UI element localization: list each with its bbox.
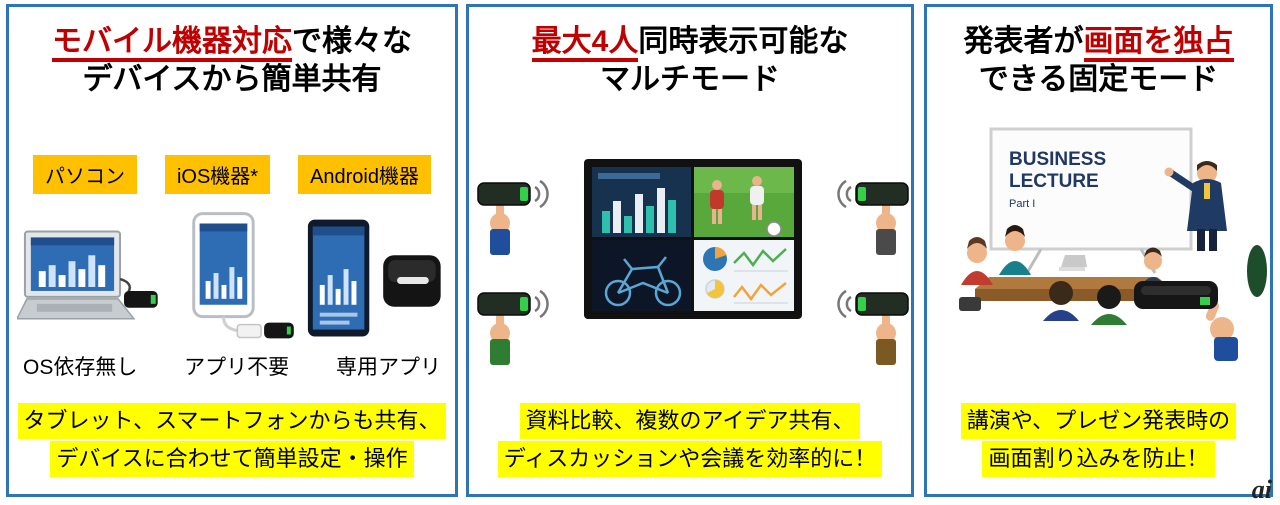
led-indicator	[397, 277, 430, 284]
multiview-scene-illustration	[477, 159, 909, 365]
iphone-with-adapter-illustration	[191, 212, 294, 339]
led-indicator	[150, 294, 156, 304]
caption-line1: タブレット、スマートフォンからも共有、	[17, 403, 447, 440]
caption-highlight: タブレット、スマートフォンからも共有、 デバイスに合わせて簡単設定・操作	[9, 402, 455, 478]
bag	[959, 297, 981, 311]
sleeve	[876, 229, 896, 255]
title-line2: マルチモード	[600, 62, 780, 96]
led-indicator	[858, 187, 866, 201]
device-illustrations	[9, 203, 455, 345]
device-type-chips: パソコン iOS機器* Android機器	[9, 155, 455, 194]
sleeve	[490, 229, 510, 255]
wifi-icon	[837, 179, 852, 209]
presenter-figure	[1164, 161, 1227, 251]
led-indicator	[858, 297, 866, 311]
transmitter-bottom-left	[477, 289, 549, 365]
title-highlight-red: 画面を独占	[1083, 25, 1234, 62]
transmitter-device	[477, 182, 531, 206]
device-chip-pc: パソコン	[33, 155, 137, 194]
device-chip-android: Android機器	[298, 155, 431, 194]
tv-multiview	[584, 159, 802, 319]
panel-title: 発表者が画面を独占 できる固定モード	[927, 23, 1270, 98]
transmitter-device	[263, 322, 294, 339]
title-highlight-red: モバイル機器対応	[52, 25, 292, 62]
cable	[119, 277, 131, 294]
title-text: 同時表示可能な	[638, 25, 849, 58]
lecture-scene-illustration: BUSINESS LECTURE Part I	[959, 127, 1267, 325]
audience-figures	[959, 225, 1267, 325]
site-watermark: ai	[1251, 475, 1272, 504]
wifi-icon	[534, 179, 549, 209]
transmitter-device	[855, 292, 909, 316]
sleeve	[1214, 337, 1238, 361]
board-line3: Part I	[1009, 198, 1035, 210]
laptop-with-dongle-illustration	[17, 230, 158, 320]
transmitter-device	[855, 182, 909, 206]
title-line2: デバイスから簡単共有	[82, 62, 382, 96]
title-text: 発表者が	[963, 25, 1084, 58]
soccer-ball	[766, 221, 782, 237]
quadrant-analytics	[693, 239, 794, 311]
bar-chart-graphic	[205, 267, 242, 299]
board-line1: BUSINESS	[1009, 149, 1106, 170]
wifi-icon	[837, 289, 852, 319]
caption-line2: 画面割り込みを防止！	[982, 441, 1215, 477]
sublabel-app: 専用アプリ	[336, 356, 441, 379]
bar-chart-graphic	[320, 269, 358, 325]
transmitter-device	[124, 290, 158, 308]
led-indicator	[520, 297, 528, 311]
led-indicator	[286, 326, 291, 335]
sleeve	[490, 339, 510, 365]
projection-screen: BUSINESS LECTURE Part I	[989, 127, 1193, 274]
caption-highlight: 講演や、プレゼン発表時の 画面割り込みを防止！	[927, 402, 1270, 478]
adapter	[236, 323, 262, 339]
panel-mobile-support: モバイル機器対応で様々な デバイスから簡単共有 パソコン iOS機器* Andr…	[6, 4, 458, 497]
transmitter-top-left	[477, 179, 549, 255]
transmitter-device	[477, 292, 531, 316]
sublabel-noapp: アプリ不要	[184, 356, 290, 379]
transmitter-top-right	[837, 179, 909, 255]
wifi-icon	[534, 289, 549, 319]
device-sub-labels: OS依存無し アプリ不要 専用アプリ	[9, 351, 455, 381]
transmitter-with-hand-illustration	[1134, 281, 1238, 361]
device-chip-ios: iOS機器*	[164, 155, 271, 194]
title-text: で様々な	[292, 25, 412, 58]
panel-title: モバイル機器対応で様々な デバイスから簡単共有	[9, 23, 455, 98]
quadrant-bar-chart	[592, 167, 693, 239]
title-line2: できる固定モード	[978, 62, 1219, 96]
led-indicator	[520, 187, 528, 201]
title-highlight-red: 最大4人	[531, 25, 639, 62]
bar-chart-graphic	[38, 255, 106, 287]
cable	[221, 316, 238, 332]
caption-highlight: 資料比較、複数のアイデア共有、 ディスカッションや会議を効率的に！	[469, 402, 911, 478]
led-indicator	[1200, 297, 1210, 305]
caption-line1: 資料比較、複数のアイデア共有、	[519, 403, 861, 440]
hand-pointer-icon	[1205, 301, 1220, 321]
quadrant-motorcycle	[592, 239, 693, 311]
panel-multi-mode: 最大4人同時表示可能な マルチモード	[466, 4, 914, 497]
board-line2: LECTURE	[1009, 171, 1099, 192]
caption-line1: 講演や、プレゼン発表時の	[960, 403, 1237, 440]
plant	[1247, 245, 1267, 297]
android-with-receiver-illustration	[308, 219, 442, 337]
quadrant-soccer	[693, 167, 794, 239]
caption-line2: デバイスに合わせて簡単設定・操作	[50, 441, 414, 477]
caption-line2: ディスカッションや会議を効率的に！	[497, 441, 883, 477]
meeting-table	[975, 255, 1173, 301]
panel-fixed-mode: 発表者が画面を独占 できる固定モード BUSINESS LECTURE Part…	[924, 4, 1273, 497]
sublabel-os: OS依存無し	[23, 356, 138, 379]
panel-title: 最大4人同時表示可能な マルチモード	[469, 23, 911, 98]
transmitter-bottom-right	[837, 289, 909, 365]
sleeve	[876, 339, 896, 365]
